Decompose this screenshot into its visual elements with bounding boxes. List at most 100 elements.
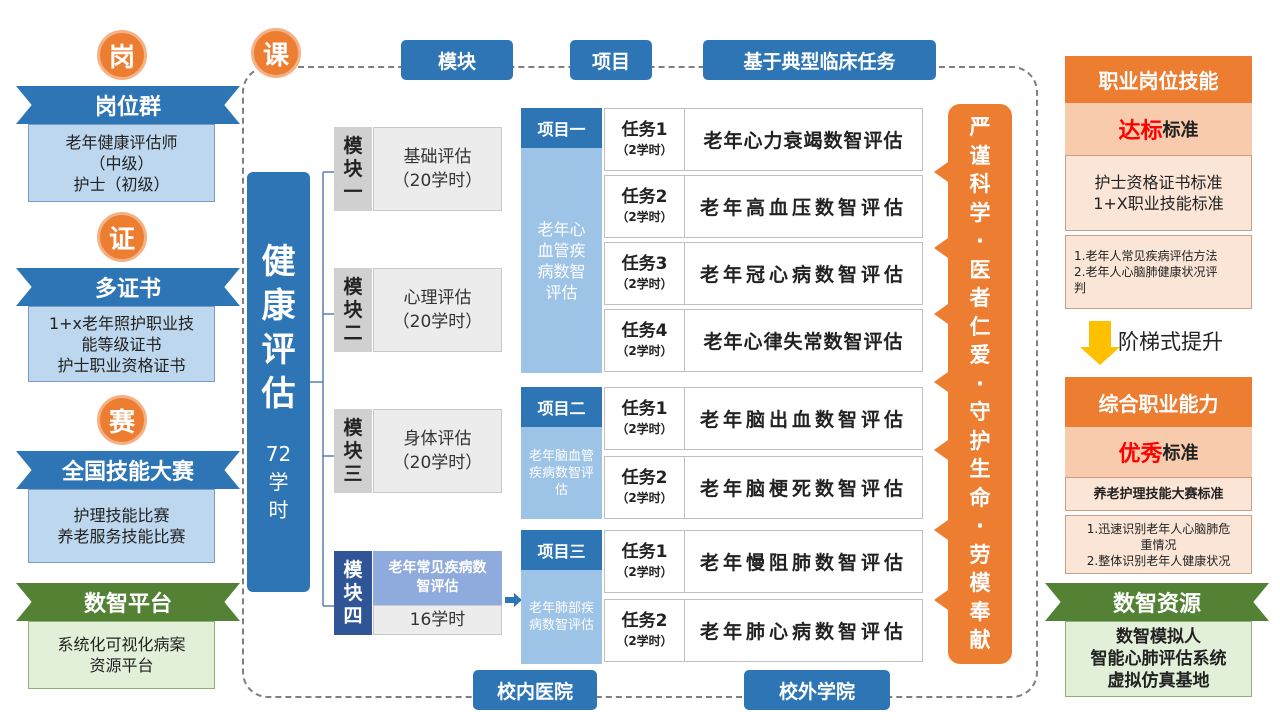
module-label-char: 二	[343, 321, 363, 344]
resource-box: 数智模拟人 智能心肺评估系统 虚拟仿真基地	[1065, 621, 1252, 697]
task-name: 老年高血压数智评估	[699, 197, 907, 219]
course-hours-char: 时	[268, 498, 289, 522]
zheng-banner: 多证书	[16, 268, 240, 306]
sai-line: 养老服务技能比赛	[57, 527, 186, 546]
gang-banner: 岗位群	[16, 86, 240, 124]
course-title-char: 康	[261, 286, 296, 326]
ability-standard: 优秀标准	[1065, 427, 1252, 477]
caption-module: 模块	[401, 40, 513, 80]
ability-head-text: 综合职业能力	[1098, 391, 1219, 416]
module-4-label: 模 块 四	[334, 551, 372, 635]
module-1-label: 模 块 一	[334, 127, 372, 211]
module-label-char: 模	[343, 134, 363, 157]
ability-detail-line: 2.整体识别老年人健康状况	[1086, 553, 1231, 568]
values-char: 命	[969, 485, 991, 510]
zheng-line: 护士职业资格证书	[57, 355, 186, 375]
values-char: 者	[969, 286, 991, 311]
course-main-block: 健 康 评 估 72 学 时	[247, 172, 310, 592]
module-label-char: 块	[343, 298, 363, 321]
values-char: 生	[969, 457, 991, 482]
task-row: 任务1（2学时） 老年心力衰竭数智评估	[604, 108, 923, 171]
platform-banner: 数智平台	[16, 583, 240, 621]
module-2-box: 心理评估 （20学时）	[373, 268, 502, 352]
module-2-label: 模 块 二	[334, 268, 372, 352]
values-pill: 严 谨 科 学 · 医 者 仁 爱 · 守 护 生 命 · 劳 模 奉 献	[948, 104, 1012, 664]
project-2-head-text: 项目二	[537, 399, 586, 418]
caption-task-basis-text: 基于典型临床任务	[743, 50, 896, 73]
skill-standard-text: 标准	[1162, 120, 1199, 141]
caption-campus-hospital: 校内医院	[473, 670, 597, 710]
project-2-body: 老年脑血管疾病数智评估	[521, 427, 602, 519]
values-pointer-icon	[934, 238, 948, 258]
course-hours-char: 学	[268, 470, 289, 494]
task-row: 任务1（2学时） 老年脑出血数智评估	[604, 387, 923, 450]
task-hours: （2学时）	[616, 209, 673, 224]
sai-banner: 全国技能大赛	[16, 451, 240, 489]
module-hours: （20学时）	[392, 171, 483, 191]
values-char: 仁	[969, 314, 991, 339]
task-hours: （2学时）	[616, 142, 673, 157]
platform-banner-text: 数智平台	[83, 592, 172, 617]
task-row: 任务2（2学时） 老年脑梗死数智评估	[604, 456, 923, 519]
module-4-hours: 16学时	[373, 605, 502, 635]
values-char: 模	[969, 571, 991, 596]
module-label-char: 四	[343, 604, 363, 627]
task-hours: （2学时）	[616, 276, 673, 291]
task-hours: （2学时）	[616, 564, 673, 579]
task-no: 任务1	[621, 541, 668, 562]
task-hours: （2学时）	[616, 633, 673, 648]
ability-detail-line: 1.迅速识别老年人心脑肺危	[1086, 521, 1231, 536]
project-3-body: 老年肺部疾病数智评估	[521, 570, 602, 664]
values-char: ·	[976, 514, 984, 539]
values-char: 谨	[969, 143, 991, 168]
resource-banner-text: 数智资源	[1112, 592, 1201, 617]
module-label-char: 模	[343, 558, 363, 581]
module-name: 基础评估	[403, 147, 472, 167]
resource-line: 数智模拟人	[1116, 627, 1201, 647]
skill-box: 护士资格证书标准 1+X职业技能标准	[1065, 155, 1252, 231]
zheng-box: 1+x老年照护职业技 能等级证书 护士职业资格证书	[28, 306, 215, 382]
caption-project-text: 项目	[591, 50, 630, 73]
module-hours: （20学时）	[392, 312, 483, 332]
task-label: 任务3 （2学时）	[605, 243, 685, 304]
course-badge: 课	[251, 28, 301, 78]
gang-banner-text: 岗位群	[94, 95, 161, 120]
task-name: 老年肺心病数智评估	[699, 621, 907, 643]
module-3-box: 身体评估 （20学时）	[373, 409, 502, 493]
skill-detail-line: 判	[1074, 281, 1087, 295]
course-hours: 72 学 时	[266, 440, 291, 524]
skill-standard: 达标标准	[1065, 103, 1252, 155]
values-pointer-icon	[934, 162, 948, 182]
task-name: 老年慢阻肺数智评估	[699, 552, 907, 574]
platform-box: 系统化可视化病案 资源平台	[28, 621, 215, 689]
zheng-badge-text: 证	[108, 224, 135, 255]
module-1-box: 基础评估 （20学时）	[373, 127, 502, 211]
ability-head: 综合职业能力	[1065, 377, 1252, 427]
module-label-char: 块	[343, 581, 363, 604]
ability-standard-highlight: 优秀	[1118, 442, 1163, 467]
task-no: 任务4	[621, 320, 668, 341]
module-3-label: 模 块 三	[334, 409, 372, 493]
task-label: 任务2（2学时）	[605, 600, 685, 661]
ability-detail-line: 重情况	[1140, 537, 1177, 552]
skill-standard-highlight: 达标	[1118, 119, 1163, 144]
task-label: 任务1（2学时）	[605, 109, 685, 170]
task-label: 任务1 （2学时）	[605, 531, 685, 592]
values-char: 学	[969, 200, 991, 225]
course-title-char: 估	[261, 374, 296, 414]
values-pointer-icon	[934, 520, 948, 540]
zheng-line: 1+x老年照护职业技	[48, 313, 195, 333]
task-name: 老年脑梗死数智评估	[699, 478, 907, 500]
resource-line: 智能心肺评估系统	[1090, 649, 1227, 669]
values-char: 医	[969, 257, 991, 282]
module-label-char: 模	[343, 416, 363, 439]
values-pointer-icon	[934, 590, 948, 610]
project-2-head: 项目二	[521, 387, 602, 427]
project-1-head: 项目一	[521, 108, 602, 148]
values-pointer-icon	[934, 440, 948, 460]
task-no: 任务3	[621, 253, 668, 274]
task-no: 任务2	[621, 186, 668, 207]
caption-task-basis: 基于典型临床任务	[703, 40, 936, 80]
caption-external-college: 校外学院	[744, 670, 890, 710]
task-name: 老年脑出血数智评估	[699, 409, 907, 431]
